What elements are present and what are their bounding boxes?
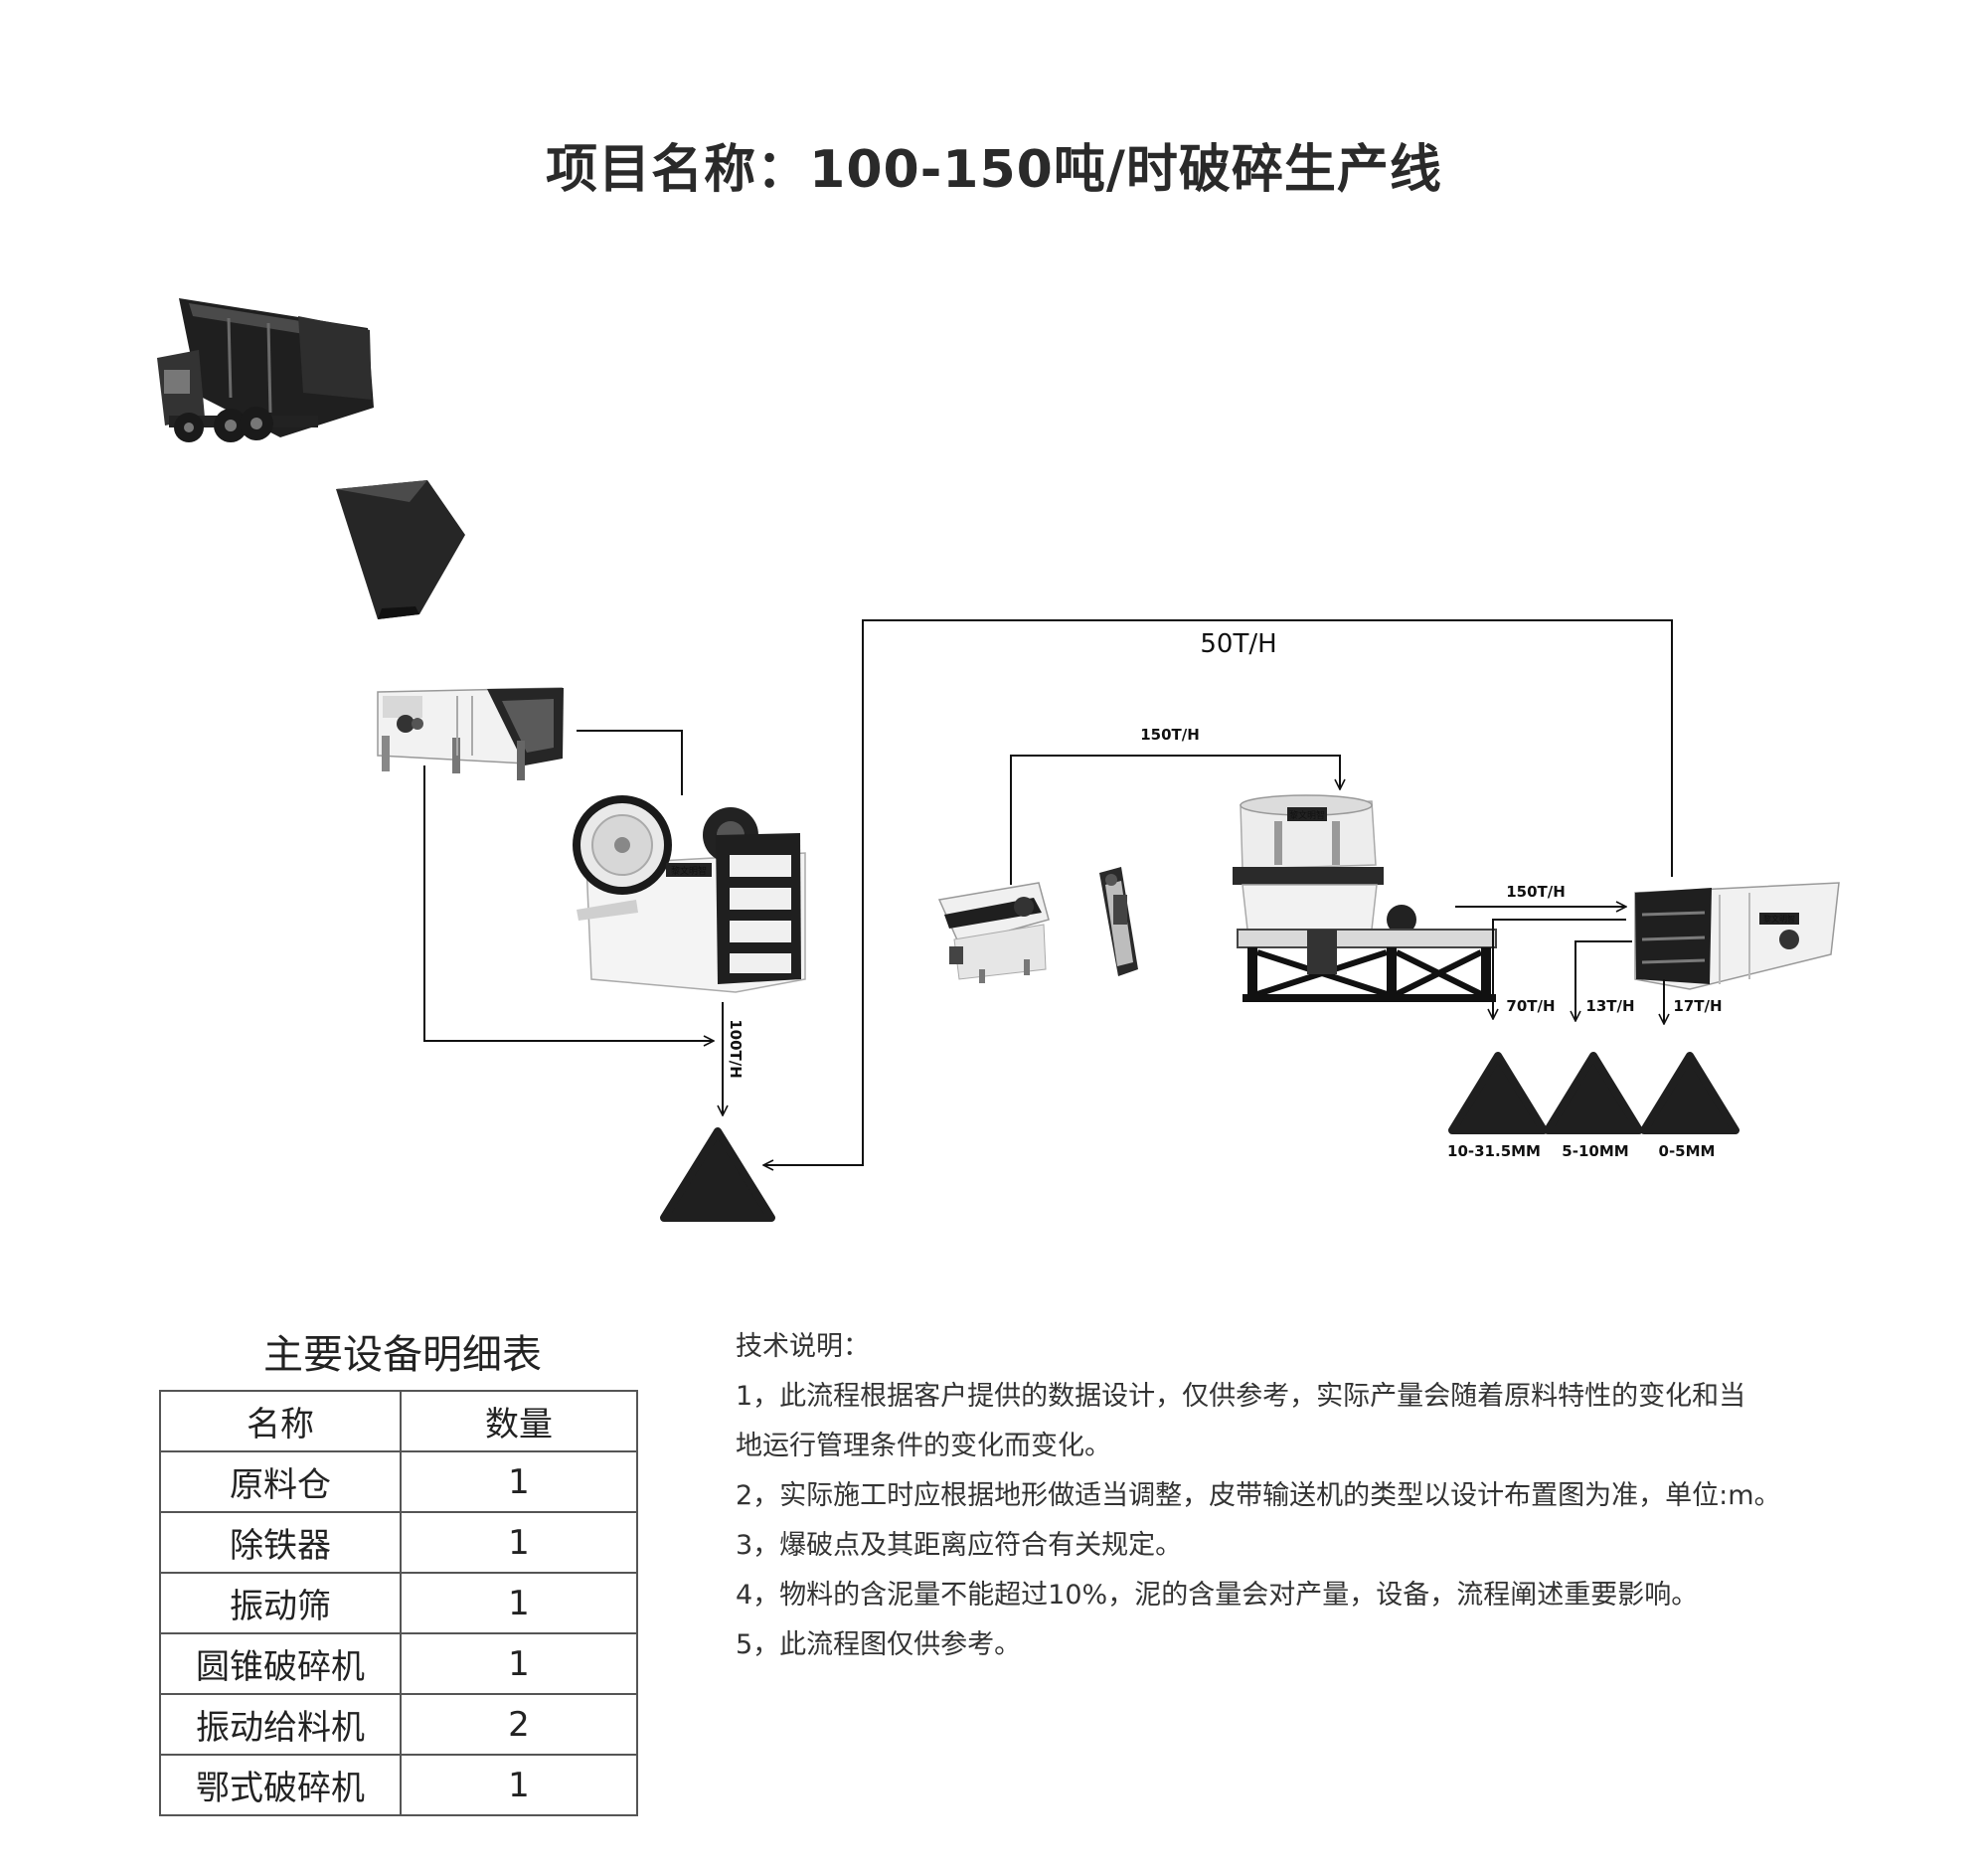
- jaw-out-rate-label: 100T/H: [727, 1019, 745, 1079]
- equipment-name: 除铁器: [159, 1511, 402, 1574]
- note-line: 地运行管理条件的变化而变化。: [736, 1431, 1111, 1461]
- feeder-to-cone-line: [1010, 755, 1340, 885]
- product-size-1: 10-31.5MM: [1447, 1142, 1541, 1160]
- table-row: 鄂式破碎机 1: [159, 1754, 638, 1816]
- equipment-quantity: 1: [400, 1632, 638, 1695]
- page-title: 项目名称：100-150吨/时破碎生产线: [546, 140, 1442, 200]
- product-stockpile-2: [1544, 1052, 1643, 1134]
- technical-notes: 技术说明： 1，此流程根据客户提供的数据设计，仅供参考，实际产量会随着原料特性的…: [736, 1322, 1879, 1670]
- note-line: 1，此流程根据客户提供的数据设计，仅供参考，实际产量会随着原料特性的变化和当: [736, 1381, 1746, 1412]
- table-row: 圆锥破碎机 1: [159, 1632, 638, 1695]
- equipment-quantity: 1: [400, 1511, 638, 1574]
- product-size-2: 5-10MM: [1562, 1142, 1628, 1160]
- screen-feed-rate-label: 150T/H: [1140, 726, 1200, 744]
- equipment-quantity: 1: [400, 1572, 638, 1634]
- vibrating-screen-image: 黎文明智: [1634, 882, 1840, 990]
- vibrating-feeder-image: [377, 687, 564, 780]
- table-row: 除铁器 1: [159, 1511, 638, 1574]
- vibrating-feeder-2-image: [937, 882, 1050, 983]
- equipment-quantity: 1: [400, 1754, 638, 1816]
- table-row: 振动筛 1: [159, 1572, 638, 1634]
- equipment-name: 圆锥破碎机: [159, 1632, 402, 1695]
- table-header-row: 名称 数量: [159, 1390, 638, 1452]
- product-rate-1: 70T/H: [1506, 997, 1555, 1015]
- feed-stockpile: [660, 1127, 775, 1222]
- jaw-crusher-image: 黎文明智: [573, 795, 806, 993]
- cone-crusher-image: 黎文明智: [1233, 794, 1497, 1002]
- product-rate-2: 13T/H: [1585, 997, 1634, 1015]
- loop-rate-label: 50T/H: [1200, 629, 1276, 659]
- note-line: 3，爆破点及其距离应符合有关规定。: [736, 1530, 1183, 1561]
- header-name: 名称: [159, 1390, 402, 1452]
- equipment-table: 名称 数量 原料仓 1 除铁器 1 振动筛 1 圆锥破碎机 1 振动给料机 2 …: [159, 1390, 638, 1816]
- flow-diagram: 黎文明智 黎文明智: [157, 298, 1840, 1222]
- table-row: 原料仓 1: [159, 1450, 638, 1513]
- cone-logo-text: 黎文明智: [1289, 809, 1325, 821]
- screen-to-product1-line: [1493, 919, 1626, 1019]
- equipment-name: 鄂式破碎机: [159, 1754, 402, 1816]
- equipment-name: 振动筛: [159, 1572, 402, 1634]
- equipment-quantity: 1: [400, 1450, 638, 1513]
- equipment-quantity: 2: [400, 1693, 638, 1756]
- screen-to-product2-line: [1575, 940, 1632, 1021]
- loop-return-line: [763, 619, 1673, 1165]
- table-row: 振动给料机 2: [159, 1693, 638, 1756]
- notes-heading: 技术说明：: [736, 1331, 870, 1362]
- iron-remover-image: [1099, 867, 1138, 976]
- note-line: 2，实际施工时应根据地形做适当调整，皮带输送机的类型以设计布置图为准，单位:m。: [736, 1480, 1781, 1511]
- note-line: 4，物料的含泥量不能超过10%，泥的含量会对产量，设备，流程阐述重要影响。: [736, 1580, 1699, 1611]
- header-quantity: 数量: [400, 1390, 638, 1452]
- product-size-3: 0-5MM: [1659, 1142, 1716, 1160]
- feeder-to-jaw-line: [577, 730, 683, 795]
- equipment-table-title: 主要设备明细表: [263, 1332, 542, 1378]
- equipment-name: 原料仓: [159, 1450, 402, 1513]
- jaw-logo-text: 黎文明智: [671, 865, 707, 877]
- dump-truck-image: [157, 298, 374, 442]
- product-stockpile-1: [1448, 1052, 1548, 1134]
- screen-logo-text: 黎文明智: [1763, 914, 1795, 924]
- note-line: 5，此流程图仅供参考。: [736, 1629, 1022, 1660]
- product-stockpile-3: [1640, 1052, 1740, 1134]
- cone-out-rate-label: 150T/H: [1506, 883, 1566, 901]
- feeder-to-stockpile-line: [423, 765, 714, 1041]
- raw-material-hopper-image: [336, 480, 465, 619]
- product-rate-3: 17T/H: [1673, 997, 1722, 1015]
- equipment-name: 振动给料机: [159, 1693, 402, 1756]
